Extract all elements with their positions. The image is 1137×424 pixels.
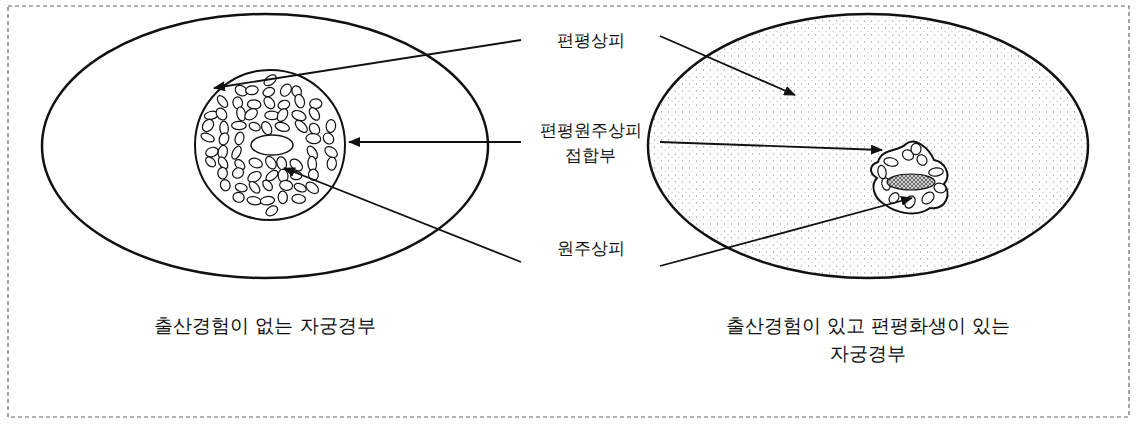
columnar-cell [883, 156, 899, 167]
columnar-cell [321, 131, 336, 146]
columnar-cell [911, 143, 921, 155]
columnar-cell [243, 106, 260, 122]
columnar-cell [920, 190, 937, 207]
columnar-cell [219, 178, 231, 191]
cervix-illustration [40, 12, 490, 280]
columnar-cell [293, 118, 309, 134]
columnar-cell [204, 155, 218, 169]
columnar-cell [274, 121, 290, 133]
label-holder: 원주상피 [531, 236, 650, 261]
columnar-cell [215, 94, 229, 109]
columnar-cell [214, 106, 229, 122]
columnar-cell [247, 180, 262, 195]
label-holder: 편평원주상피 접합부 [531, 118, 650, 167]
leader-arrow [660, 198, 912, 266]
columnar-cell [245, 85, 258, 95]
caption-holder: 출산경험이 없는 자궁경부 [40, 312, 490, 340]
squamocolumnar-junction [195, 70, 345, 220]
external-os [887, 174, 935, 190]
columnar-cell [204, 146, 219, 159]
columnar-cell [263, 155, 278, 171]
part-label: 편평원주상피 접합부 [531, 118, 650, 167]
part-label: 원주상피 [531, 236, 650, 261]
caption: 출산경험이 없는 자궁경부 [154, 312, 375, 340]
cervix-view: 출산경험이 있고 편평화생이 있는 자궁경부 [646, 12, 1090, 280]
columnar-cell [200, 117, 216, 134]
columnar-cell [903, 194, 918, 210]
leader-arrow [660, 36, 795, 95]
columnar-cell [261, 178, 274, 192]
caption: 출산경험이 있고 편평화생이 있는 자궁경부 [726, 312, 1011, 367]
columnar-cell [200, 131, 216, 143]
columnar-cell [278, 191, 288, 204]
columnar-cell [293, 93, 306, 109]
columnar-cell [260, 120, 274, 136]
part-label: 편평상피 [531, 28, 650, 53]
squamocolumnar-junction [871, 142, 948, 214]
cervix-outline [648, 14, 1088, 278]
columnar-cell [327, 157, 337, 171]
columnar-cell [248, 156, 264, 169]
columnar-cell [262, 95, 277, 111]
columnar-cell [293, 182, 308, 194]
cervix-illustration [646, 12, 1090, 280]
columnar-cell [278, 82, 294, 98]
columnar-cell [877, 165, 887, 180]
leader-arrow [284, 168, 521, 262]
cervix-outline [42, 14, 488, 278]
leader-arrow [660, 142, 882, 150]
external-os [251, 135, 293, 155]
columnar-cell [247, 99, 261, 109]
columnar-cell [260, 196, 275, 206]
columnar-cell [248, 121, 262, 133]
leader-arrow [214, 40, 521, 88]
columnar-cell [307, 106, 322, 122]
columnar-cell [928, 167, 943, 177]
columnar-cell [232, 191, 245, 203]
columnar-cell [234, 182, 248, 193]
columnar-cell [217, 131, 230, 146]
columnar-cell [232, 121, 247, 130]
columnar-cell [246, 195, 261, 206]
columnar-cell [279, 179, 294, 191]
caption-holder: 출산경험이 있고 편평화생이 있는 자궁경부 [646, 312, 1090, 367]
columnar-cell [230, 166, 245, 181]
columnar-cell [262, 86, 276, 99]
columnar-cell [230, 145, 243, 161]
columnar-cell [218, 167, 228, 179]
columnar-cell [326, 119, 336, 133]
columnar-cell [275, 107, 290, 123]
cervix-view: 출산경험이 없는 자궁경부 [40, 12, 490, 280]
leader-arrow [349, 141, 521, 143]
columnar-cell [306, 133, 322, 144]
label-holder: 편평상피 [531, 28, 650, 53]
columnar-cell [291, 194, 305, 204]
columnar-cell [264, 204, 279, 218]
columnar-cell [234, 131, 246, 146]
